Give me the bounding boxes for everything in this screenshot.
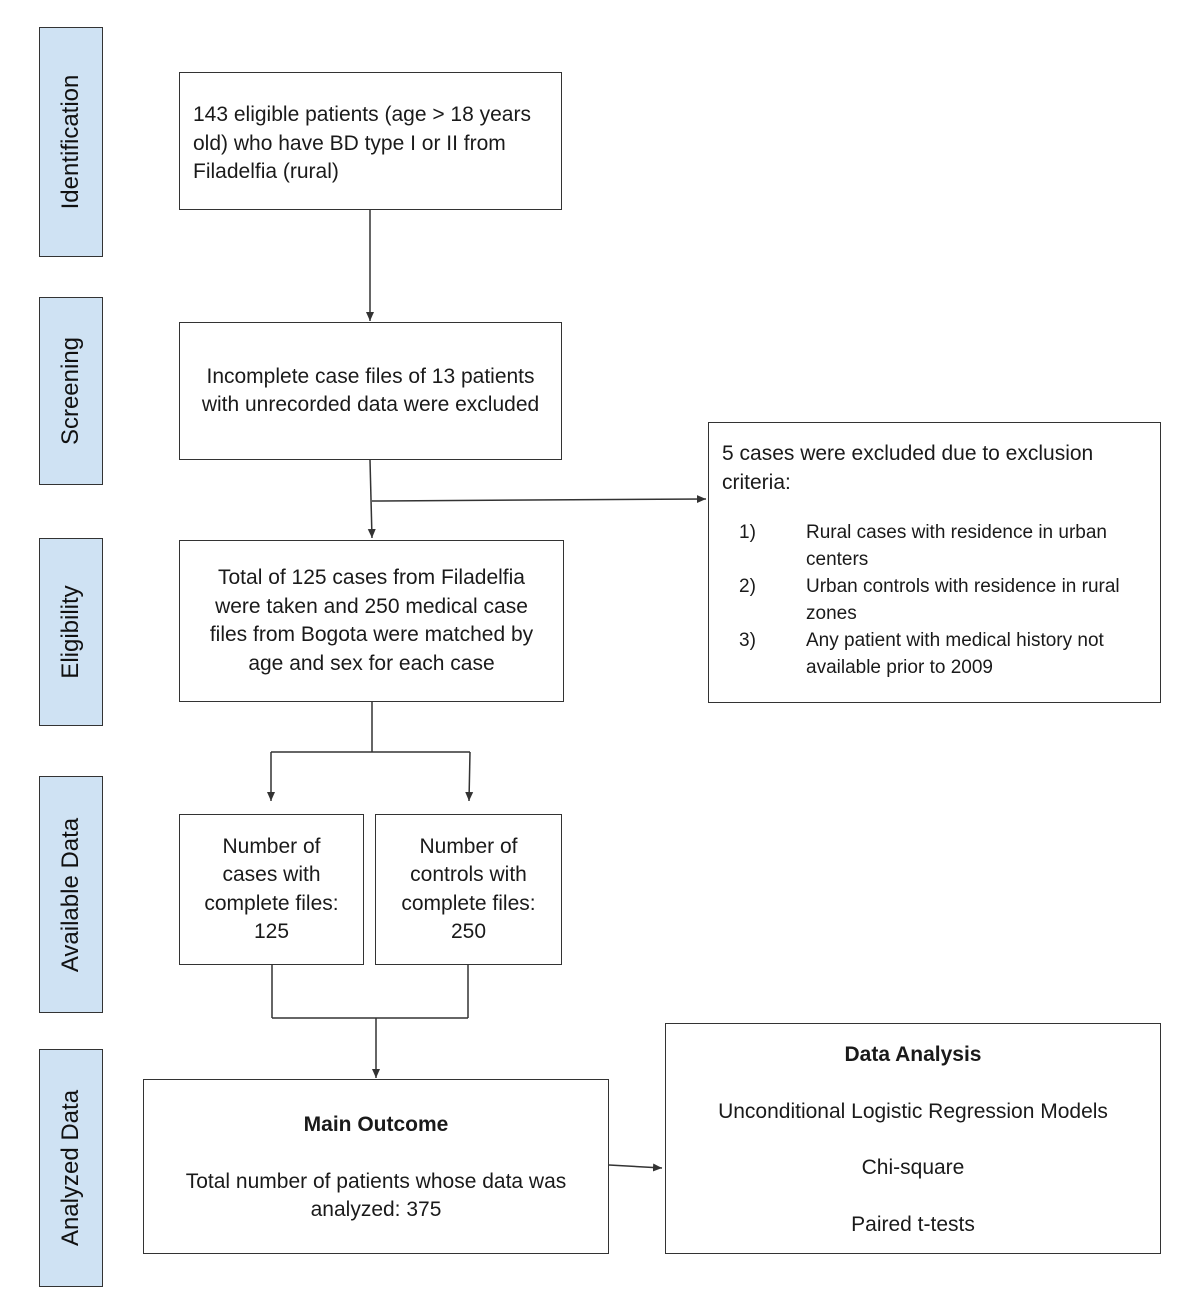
analysis-method: Unconditional Logistic Regression Models bbox=[718, 1099, 1108, 1123]
exclusion-box: 5 cases were excluded due to exclusion c… bbox=[708, 422, 1161, 703]
stage-label: Identification bbox=[57, 74, 84, 210]
eligibility-text: Total of 125 cases from Filadelfia were … bbox=[209, 566, 534, 675]
main-outcome-title: Main Outcome bbox=[303, 1113, 449, 1136]
controls-text: Number of controls with complete files: … bbox=[401, 834, 536, 944]
cases-text: Number of cases with complete files: 125 bbox=[204, 834, 339, 944]
arrow-to-data-analysis bbox=[608, 1163, 663, 1172]
main-outcome-text: Total number of patients whose data was … bbox=[185, 1169, 567, 1222]
exclusion-criterion: 1) Rural cases with residence in urban c… bbox=[739, 519, 1144, 573]
identification-box: 143 eligible patients (age > 18 years ol… bbox=[179, 72, 562, 210]
identification-text: 143 eligible patients (age > 18 years ol… bbox=[193, 103, 531, 183]
data-analysis-box: Data Analysis Unconditional Logistic Reg… bbox=[665, 1023, 1161, 1254]
criterion-text: Urban controls with residence in rural z… bbox=[806, 576, 1120, 624]
data-analysis-title: Data Analysis bbox=[844, 1043, 982, 1066]
line-screening-down bbox=[367, 459, 376, 539]
stage-available-data: Available Data bbox=[39, 776, 103, 1013]
analysis-method: Chi-square bbox=[861, 1156, 965, 1179]
stage-identification: Identification bbox=[39, 27, 103, 257]
stage-label: Eligibility bbox=[57, 585, 84, 679]
screening-text: Incomplete case files of 13 patients wit… bbox=[201, 364, 540, 417]
main-outcome-box: Main Outcome Total number of patients wh… bbox=[143, 1079, 609, 1254]
stage-analyzed-data: Analyzed Data bbox=[39, 1049, 103, 1287]
criterion-number: 1) bbox=[739, 522, 756, 543]
cases-box: Number of cases with complete files: 125 bbox=[179, 814, 364, 965]
criterion-number: 3) bbox=[739, 630, 756, 651]
exclusion-criteria-list: 1) Rural cases with residence in urban c… bbox=[739, 519, 1144, 681]
exclusion-intro: 5 cases were excluded due to exclusion c… bbox=[722, 442, 1094, 494]
criterion-text: Rural cases with residence in urban cent… bbox=[806, 522, 1107, 570]
criterion-number: 2) bbox=[739, 576, 756, 597]
exclusion-criterion: 2) Urban controls with residence in rura… bbox=[739, 573, 1144, 627]
eligibility-box: Total of 125 cases from Filadelfia were … bbox=[179, 540, 564, 702]
analysis-method: Paired t-tests bbox=[851, 1212, 975, 1236]
stage-label: Analyzed Data bbox=[57, 1089, 84, 1247]
stage-screening: Screening bbox=[39, 297, 103, 485]
arrow-to-controls bbox=[465, 751, 474, 802]
controls-box: Number of controls with complete files: … bbox=[375, 814, 562, 965]
criterion-text: Any patient with medical history not ava… bbox=[806, 630, 1104, 678]
stage-label: Screening bbox=[57, 336, 84, 446]
screening-box: Incomplete case files of 13 patients wit… bbox=[179, 322, 562, 460]
arrow-to-exclusion-box bbox=[371, 495, 707, 504]
stage-eligibility: Eligibility bbox=[39, 538, 103, 726]
exclusion-criterion: 3) Any patient with medical history not … bbox=[739, 627, 1144, 681]
stage-label: Available Data bbox=[57, 817, 84, 972]
